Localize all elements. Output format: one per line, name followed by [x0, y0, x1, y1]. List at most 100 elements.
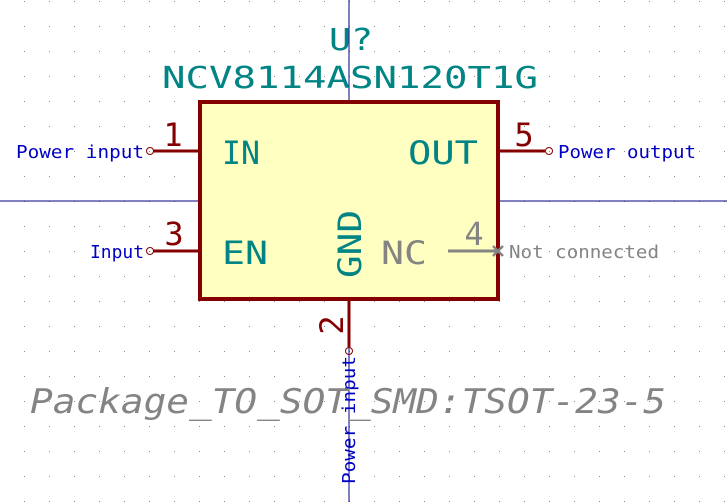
- pin-3[interactable]: 3 EN Input: [90, 215, 268, 272]
- grid-dot: [74, 176, 75, 177]
- grid-dot: [649, 251, 650, 252]
- grid-dot: [174, 76, 175, 77]
- grid-dot: [274, 401, 275, 402]
- grid-dot: [599, 451, 600, 452]
- grid-dot: [699, 301, 700, 302]
- grid-dot: [99, 376, 100, 377]
- grid-dot: [649, 26, 650, 27]
- grid-dot: [99, 26, 100, 27]
- grid-dot: [399, 1, 400, 2]
- grid-dot: [49, 1, 50, 2]
- pin-5[interactable]: 5 OUT Power output: [408, 116, 696, 172]
- grid-dot: [499, 376, 500, 377]
- grid-dot: [649, 101, 650, 102]
- grid-dot: [499, 26, 500, 27]
- footprint-field[interactable]: Package_TO_SOT_SMD:TSOT-23-5: [30, 382, 666, 422]
- grid-dot: [24, 1, 25, 2]
- grid-dot: [599, 476, 600, 477]
- grid-dot: [199, 476, 200, 477]
- grid-dot: [199, 426, 200, 427]
- grid-dot: [249, 76, 250, 77]
- grid-dot: [124, 76, 125, 77]
- grid-dot: [449, 351, 450, 352]
- grid-dot: [74, 101, 75, 102]
- grid-dot: [574, 76, 575, 77]
- grid-dot: [99, 276, 100, 277]
- grid-dot: [374, 351, 375, 352]
- grid-dot: [549, 76, 550, 77]
- grid-dot: [474, 1, 475, 2]
- grid-dot: [399, 476, 400, 477]
- grid-dot: [699, 26, 700, 27]
- grid-dot: [549, 326, 550, 327]
- grid-dot: [424, 351, 425, 352]
- grid-dot: [449, 301, 450, 302]
- grid-dot: [599, 301, 600, 302]
- pin-3-name: EN: [222, 234, 268, 272]
- grid-dot: [674, 76, 675, 77]
- grid-dot: [549, 126, 550, 127]
- grid-dot: [224, 326, 225, 327]
- grid-dot: [274, 376, 275, 377]
- grid-dot: [424, 376, 425, 377]
- grid-dot: [674, 101, 675, 102]
- pin-5-endpoint: [545, 147, 553, 155]
- grid-dot: [174, 476, 175, 477]
- grid-dot: [99, 401, 100, 402]
- grid-dot: [274, 326, 275, 327]
- grid-dot: [99, 101, 100, 102]
- grid-dot: [299, 51, 300, 52]
- grid-dot: [49, 451, 50, 452]
- grid-dot: [149, 476, 150, 477]
- grid-dot: [224, 301, 225, 302]
- grid-dot: [299, 426, 300, 427]
- symbol-body[interactable]: [198, 100, 500, 301]
- grid-dot: [724, 1, 725, 2]
- grid-dot: [649, 476, 650, 477]
- grid-dot: [574, 451, 575, 452]
- grid-dot: [574, 401, 575, 402]
- grid-dot: [24, 301, 25, 302]
- pin-2[interactable]: 2 GND Power input: [313, 210, 369, 484]
- pin-1[interactable]: 1 IN Power input: [16, 116, 260, 172]
- grid-dot: [599, 101, 600, 102]
- grid-dot: [224, 26, 225, 27]
- grid-dot: [449, 401, 450, 402]
- grid-dot: [124, 151, 125, 152]
- grid-dot: [499, 476, 500, 477]
- grid-dot: [624, 326, 625, 327]
- grid-dot: [374, 451, 375, 452]
- grid-dot: [574, 126, 575, 127]
- grid-dot: [649, 276, 650, 277]
- grid-dot: [124, 176, 125, 177]
- grid-dot: [324, 51, 325, 52]
- pin-3-endpoint: [146, 247, 154, 255]
- pin-4[interactable]: 4 NC Not connected: [381, 215, 659, 272]
- grid-dot: [399, 51, 400, 52]
- grid-dot: [599, 401, 600, 402]
- grid-dot: [124, 301, 125, 302]
- symbol-u[interactable]: U? NCV8114ASN120T1G 1 IN Power input 3 E…: [16, 23, 696, 484]
- grid-dot: [199, 451, 200, 452]
- grid-dot: [624, 76, 625, 77]
- grid-dot: [374, 1, 375, 2]
- grid-dot: [74, 351, 75, 352]
- pin-5-number: 5: [514, 116, 533, 154]
- no-connect-x-icon: [492, 245, 504, 257]
- grid-dot: [149, 251, 150, 252]
- value-field[interactable]: NCV8114ASN120T1G: [162, 61, 538, 96]
- grid-dot: [699, 1, 700, 2]
- grid-dot: [574, 1, 575, 2]
- grid-dot: [374, 426, 375, 427]
- grid-dot: [524, 101, 525, 102]
- grid-dot: [624, 226, 625, 227]
- reference-designator[interactable]: U?: [329, 23, 373, 58]
- grid-dot: [624, 101, 625, 102]
- grid-dot: [524, 376, 525, 377]
- grid-dot: [74, 226, 75, 227]
- grid-dot: [699, 226, 700, 227]
- grid-dot: [724, 426, 725, 427]
- grid-dot: [74, 76, 75, 77]
- grid-dot: [599, 276, 600, 277]
